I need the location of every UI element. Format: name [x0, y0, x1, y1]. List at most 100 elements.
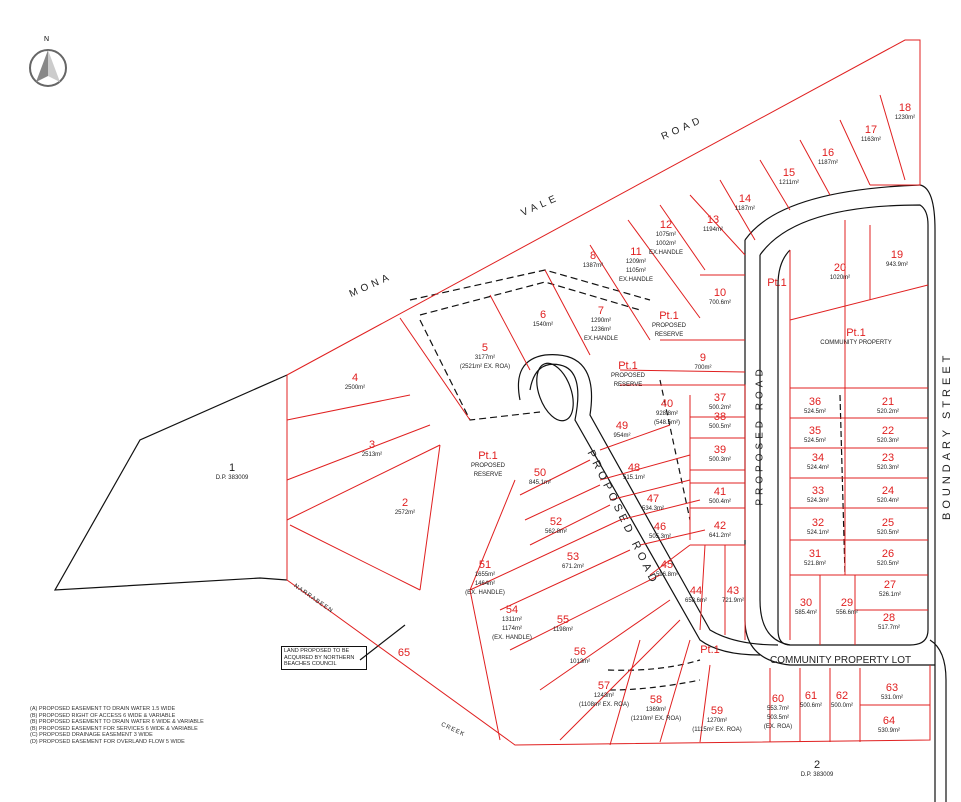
lot-detail: 500.4m² [708, 499, 732, 505]
lot-number: 8 [589, 250, 597, 262]
lot-number: Pt.1 [846, 327, 866, 339]
lot-detail: 520.2m² [876, 409, 900, 415]
lot-number: 42 [713, 520, 727, 532]
note-leader [359, 624, 406, 661]
proposed-road-outer [744, 184, 921, 241]
lot-number: 38 [713, 411, 727, 423]
community-block [759, 204, 929, 646]
lot-number: 22 [881, 425, 895, 437]
lot-detail: 1174m² [502, 626, 522, 632]
lot-detail: 500.6m² [799, 703, 823, 709]
lot-number: 18 [898, 102, 912, 114]
lot-detail: 1243m² [593, 693, 615, 699]
lot-number: 59 [710, 705, 724, 717]
lot-number: 56 [573, 646, 587, 658]
lot-detail: 524.5m² [803, 409, 827, 415]
lot-number: 19 [890, 249, 904, 261]
lot-detail: 534.3m² [641, 506, 665, 512]
lot-detail: 1230m² [894, 115, 916, 121]
lot-detail: 524.1m² [806, 530, 830, 536]
legend-item: (A) PROPOSED EASEMENT TO DRAIN WATER 1.5… [30, 706, 176, 712]
lot-number: 33 [811, 485, 825, 497]
lot-number: 47 [646, 493, 660, 505]
lot-detail: 1211m² [779, 180, 799, 186]
lot-detail: 500.5m² [708, 424, 732, 430]
lot-detail: (1115m² EX. ROA) [692, 727, 742, 733]
lot-detail: 517.7m² [877, 625, 901, 631]
lot-number: 23 [881, 452, 895, 464]
lot-number: 50 [533, 467, 547, 479]
lot-number: 9 [699, 352, 707, 364]
lot-number: 46 [653, 521, 667, 533]
lot-detail: 721.9m² [721, 598, 745, 604]
lot-detail: 500.3m² [708, 457, 732, 463]
lot-number: 55 [556, 614, 570, 626]
lot-detail: 1290m² [590, 318, 612, 324]
lot-detail: 1209m² [625, 259, 647, 265]
lot-detail: 585.4m² [794, 610, 818, 616]
lot-detail: 1194m² [703, 227, 723, 233]
lot-number: 25 [881, 517, 895, 529]
lot-detail: 1002m² [655, 241, 677, 247]
lot-number: 32 [811, 517, 825, 529]
lot-detail: 1187m² [818, 160, 838, 166]
lot-number: Pt.1 [478, 450, 498, 462]
lot-number: 37 [713, 392, 727, 404]
lot-detail: 943.9m² [885, 262, 909, 268]
lot-number: 54 [505, 604, 519, 616]
lot-detail: PROPOSED [470, 463, 506, 469]
lot-detail: 520.4m² [876, 498, 900, 504]
lot-lines [286, 39, 931, 746]
lot-number: 52 [549, 516, 563, 528]
lot-label: Pt.1 [767, 277, 787, 289]
lot-detail: 954m² [613, 433, 631, 439]
lot-number: 28 [882, 612, 896, 624]
lot-number: 58 [649, 694, 663, 706]
lot-detail: 1013m² [569, 659, 591, 665]
acquisition-note: LAND PROPOSED TO BE ACQUIRED BY NORTHERN… [281, 646, 367, 670]
lot-number: 26 [881, 548, 895, 560]
lot-detail: COMMUNITY PROPERTY [820, 340, 892, 346]
lot-detail: 556.6m² [835, 610, 859, 616]
lot-detail: EX.HANDLE [583, 336, 619, 342]
lot-number: 12 [659, 219, 673, 231]
north-arrow-icon [29, 49, 67, 87]
lot-number: 17 [864, 124, 878, 136]
lot-detail: 845.1m² [528, 480, 552, 486]
lot-detail: 505.3m² [648, 534, 672, 540]
lot-detail: 2513m² [361, 452, 383, 458]
lot-detail: D.P. 383009 [800, 772, 834, 778]
lot-number: 5 [481, 342, 489, 354]
lot-1-boundary [53, 374, 288, 591]
lot-detail: EX.HANDLE [648, 250, 684, 256]
lot-detail: 553.7m² [766, 706, 789, 712]
lot-detail: 658.6m² [684, 598, 708, 604]
lot-number: 34 [811, 452, 825, 464]
lot-detail: 520.5m² [876, 530, 900, 536]
lot-detail: 503.5m² [766, 715, 789, 721]
lot-detail: 500.0m² [830, 703, 854, 709]
legend-item: (D) PROPOSED EASEMENT FOR OVERLAND FLOW … [30, 738, 185, 745]
